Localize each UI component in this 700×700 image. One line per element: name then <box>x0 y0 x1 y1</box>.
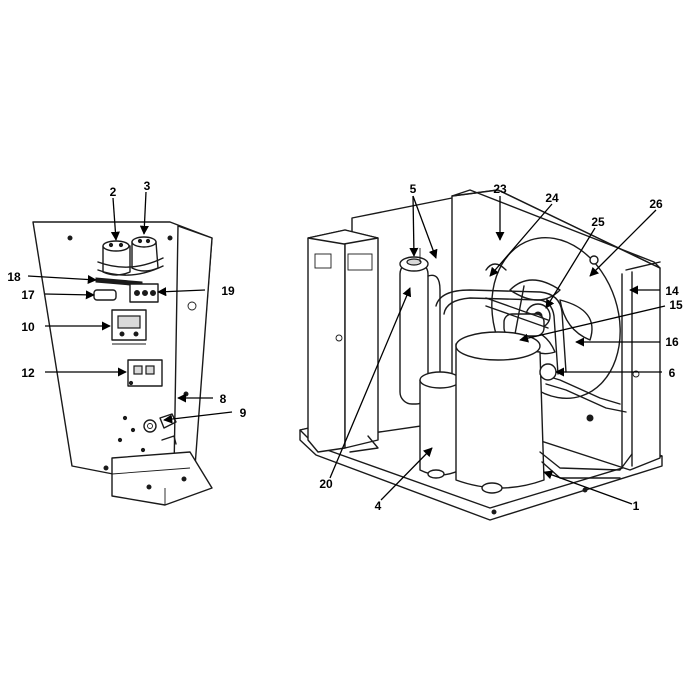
condensing-unit <box>299 189 663 521</box>
callout-26: 26 <box>649 197 663 211</box>
callout-18: 18 <box>7 270 21 284</box>
callout-5: 5 <box>410 182 417 196</box>
callout-1: 1 <box>633 499 640 513</box>
callout-15: 15 <box>669 298 683 312</box>
callout-17: 17 <box>21 288 35 302</box>
callout-19: 19 <box>221 284 235 298</box>
callout-6: 6 <box>669 366 676 380</box>
callout-16: 16 <box>665 335 679 349</box>
run-capacitor <box>102 240 131 276</box>
callout-12: 12 <box>21 366 35 380</box>
callout-9: 9 <box>240 406 247 420</box>
contactor <box>111 309 147 345</box>
callout-24: 24 <box>545 191 559 205</box>
callout-25: 25 <box>591 215 605 229</box>
callout-10: 10 <box>21 320 35 334</box>
leader-lines <box>27 191 666 505</box>
electrical-panel <box>32 221 213 506</box>
callout-20: 20 <box>319 477 333 491</box>
fan-motor <box>485 285 549 351</box>
callout-23: 23 <box>493 182 507 196</box>
callout-8: 8 <box>220 392 227 406</box>
callout-4: 4 <box>375 499 382 513</box>
callout-14: 14 <box>665 284 679 298</box>
callout-labels: 2 3 18 17 19 10 12 8 9 5 23 24 25 26 14 … <box>7 179 683 513</box>
receiver-tank <box>399 248 441 405</box>
start-relay <box>127 359 163 387</box>
terminal-block <box>129 283 159 303</box>
callout-3: 3 <box>144 179 151 193</box>
start-capacitor <box>131 236 159 272</box>
callout-2: 2 <box>110 185 117 199</box>
